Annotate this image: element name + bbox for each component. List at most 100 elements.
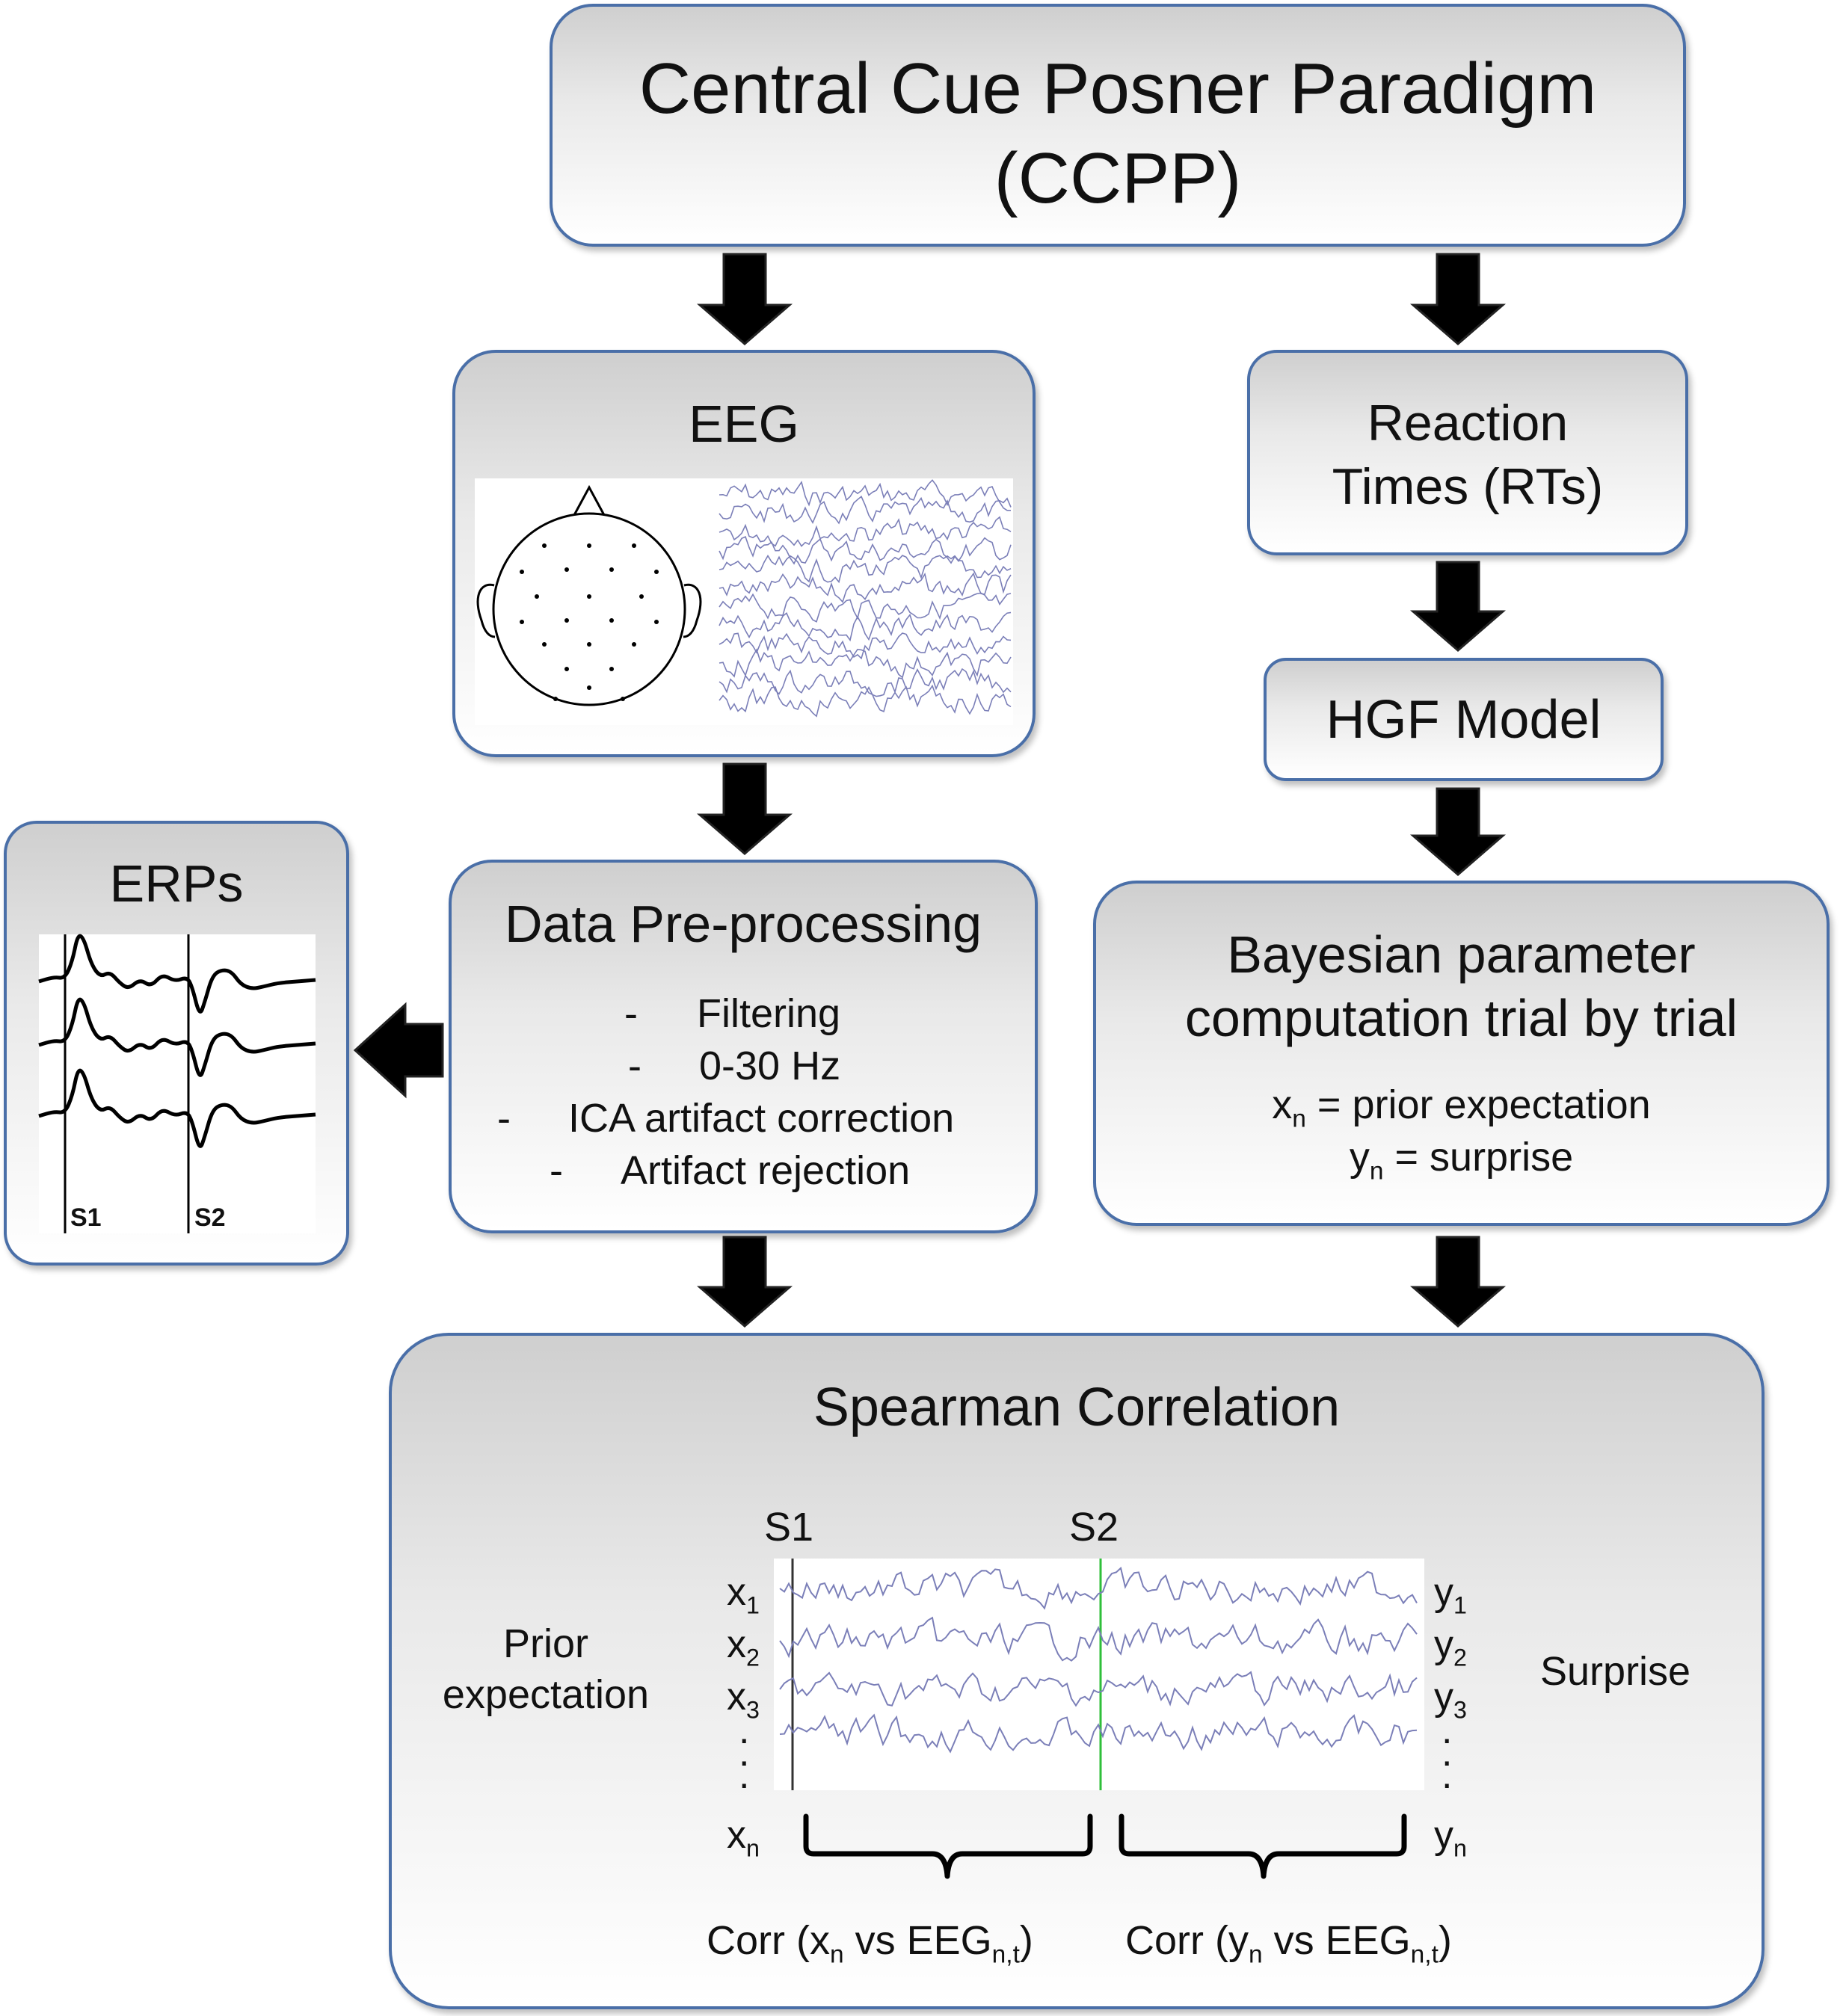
arrow-hgf-to-bayes bbox=[1409, 787, 1507, 876]
eeg-trace bbox=[719, 632, 1012, 660]
preproc-dash-1: - bbox=[624, 991, 638, 1036]
erp-waveforms bbox=[38, 934, 316, 1233]
electrode-dot bbox=[553, 697, 558, 701]
rt-box: Reaction Times (RTs) bbox=[1247, 350, 1688, 555]
electrode-dot bbox=[609, 618, 614, 623]
ccpp-box: Central Cue Posner Paradigm (CCPP) bbox=[550, 4, 1686, 247]
spearman-title: Spearman Correlation bbox=[813, 1378, 1341, 1437]
electrode-dot bbox=[564, 618, 569, 623]
electrode-dot bbox=[542, 543, 547, 548]
arrow-rt-to-hgf bbox=[1409, 561, 1507, 652]
electrode-dot bbox=[632, 642, 636, 647]
electrode-dot bbox=[587, 685, 591, 690]
eeg-trace bbox=[719, 496, 1012, 525]
ccpp-title-line1: Central Cue Posner Paradigm bbox=[639, 49, 1597, 129]
erp-s2-label: S2 bbox=[194, 1203, 226, 1232]
x-dots-3: . bbox=[739, 1754, 750, 1797]
electrode-dot bbox=[587, 642, 591, 647]
bayes-y-def: yn = surprise bbox=[1349, 1135, 1574, 1186]
head-electrode-map bbox=[476, 484, 702, 706]
trial-eeg-traces bbox=[779, 1559, 1418, 1790]
eeg-trace bbox=[719, 572, 1012, 603]
yn-label: yn bbox=[1434, 1813, 1467, 1862]
electrode-dot bbox=[564, 667, 569, 671]
eeg-trace bbox=[719, 611, 1012, 642]
electrode-dot bbox=[587, 543, 591, 548]
arrow-ccpp-to-eeg bbox=[696, 253, 793, 345]
electrode-dot bbox=[639, 594, 644, 599]
y1-label: y1 bbox=[1434, 1570, 1467, 1619]
y-dots-3: . bbox=[1442, 1754, 1453, 1797]
preproc-dash-4: - bbox=[550, 1148, 563, 1193]
eeg-trace bbox=[719, 648, 1012, 679]
electrode-dot bbox=[654, 620, 659, 624]
rt-line2: Times (RTs) bbox=[1332, 458, 1604, 515]
eeg-trace bbox=[719, 516, 1012, 547]
spearman-s2-label: S2 bbox=[1069, 1505, 1119, 1550]
erps-panel: S1 S2 bbox=[38, 934, 316, 1233]
eeg-trace bbox=[719, 536, 1012, 565]
hgf-title: HGF Model bbox=[1326, 690, 1602, 750]
arrow-bayes-to-spearman bbox=[1409, 1236, 1507, 1328]
y2-label: y2 bbox=[1434, 1623, 1467, 1671]
bayes-line2: computation trial by trial bbox=[1184, 989, 1738, 1047]
prior-expectation-label: Prior expectation bbox=[434, 1618, 658, 1720]
bayes-x-def: xn = prior expectation bbox=[1272, 1082, 1651, 1133]
trial-trace bbox=[779, 1671, 1418, 1707]
electrode-dot bbox=[564, 567, 569, 572]
electrode-dot bbox=[520, 570, 524, 574]
prior-line2: expectation bbox=[442, 1672, 650, 1717]
arrow-preproc-to-erps bbox=[353, 1002, 444, 1099]
x-dots-2: . bbox=[739, 1731, 750, 1775]
arrow-eeg-to-preproc bbox=[696, 762, 793, 855]
brace-x bbox=[803, 1813, 1093, 1879]
erp-waveform bbox=[38, 934, 316, 1014]
electrode-dot bbox=[632, 543, 636, 548]
preproc-item-range: 0-30 Hz bbox=[699, 1044, 841, 1088]
trial-trace bbox=[779, 1713, 1418, 1754]
preproc-item-filtering: Filtering bbox=[697, 991, 841, 1036]
hgf-box: HGF Model bbox=[1264, 658, 1664, 781]
eeg-trace bbox=[719, 555, 1012, 584]
erps-title: ERPs bbox=[109, 854, 244, 913]
y-dots-1: . bbox=[1442, 1709, 1453, 1752]
rt-line1: Reaction bbox=[1367, 395, 1569, 451]
brace-y bbox=[1119, 1813, 1407, 1879]
prior-line1: Prior bbox=[502, 1621, 588, 1666]
erp-waveform bbox=[38, 997, 316, 1077]
erp-s1-label: S1 bbox=[70, 1203, 102, 1232]
surprise-label: Surprise bbox=[1540, 1649, 1691, 1694]
eeg-trace bbox=[719, 684, 1012, 718]
bayes-box: Bayesian parameter computation trial by … bbox=[1093, 881, 1830, 1226]
electrode-dot bbox=[609, 567, 614, 572]
arrow-preproc-to-spearman bbox=[696, 1236, 793, 1328]
eeg-trace bbox=[719, 479, 1011, 511]
electrode-dot bbox=[654, 570, 659, 574]
preproc-dash-2: - bbox=[628, 1044, 642, 1088]
electrode-dot bbox=[520, 620, 524, 624]
corr-x-label: Corr (xn vs EEGn,t) bbox=[707, 1918, 1033, 1969]
electrode-dot bbox=[542, 642, 547, 647]
preproc-item-rejection: Artifact rejection bbox=[621, 1148, 911, 1193]
corr-y-label: Corr (yn vs EEGn,t) bbox=[1125, 1918, 1452, 1969]
trial-trace bbox=[779, 1616, 1418, 1662]
eeg-panel bbox=[475, 478, 1013, 725]
eeg-title: EEG bbox=[689, 395, 799, 453]
electrode-dot bbox=[609, 667, 614, 671]
eeg-traces bbox=[719, 479, 1012, 718]
preproc-title: Data Pre-processing bbox=[504, 895, 982, 953]
preproc-box: Data Pre-processing bbox=[449, 860, 1038, 1233]
electrode-dot bbox=[587, 594, 591, 599]
electrode-dot bbox=[535, 594, 539, 599]
eeg-trace bbox=[719, 592, 1012, 623]
y3-label: y3 bbox=[1434, 1675, 1467, 1724]
bayes-line1: Bayesian parameter bbox=[1227, 925, 1696, 984]
spearman-s1-label: S1 bbox=[764, 1505, 814, 1550]
x3-label: x3 bbox=[727, 1675, 760, 1724]
erp-waveform bbox=[38, 1068, 316, 1148]
y-dots-2: . bbox=[1442, 1731, 1453, 1775]
preproc-dash-3: - bbox=[497, 1096, 511, 1141]
x2-label: x2 bbox=[727, 1623, 760, 1671]
